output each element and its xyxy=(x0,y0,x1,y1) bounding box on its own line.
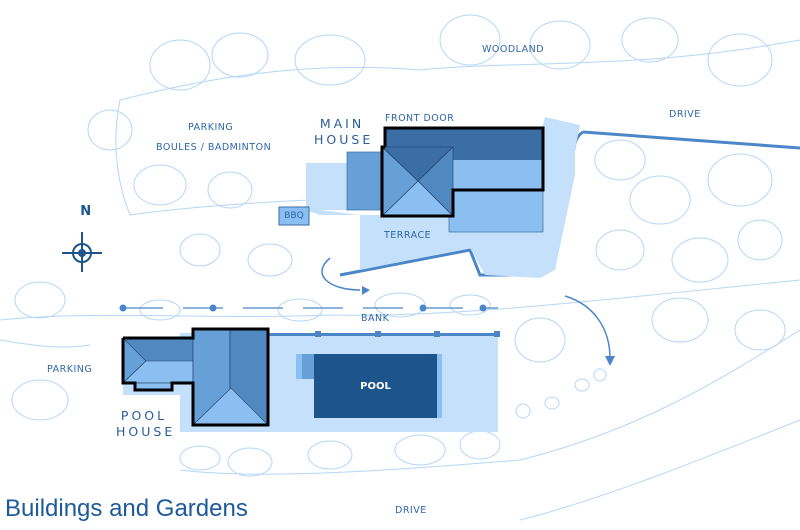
label-pool-house: POOL HOUSE xyxy=(116,408,172,440)
label-main-house: MAIN HOUSE xyxy=(314,116,370,148)
pool-fence xyxy=(268,331,500,337)
bank-fence xyxy=(119,304,498,312)
label-main-house-line2: HOUSE xyxy=(314,132,374,147)
label-pool: POOL xyxy=(360,380,391,392)
main-house-roof-south xyxy=(453,160,543,190)
label-drive-bottom: DRIVE xyxy=(395,505,427,516)
label-pool-house-line1: POOL xyxy=(120,408,168,423)
main-house-wing xyxy=(346,151,383,211)
label-boules-badminton: BOULES / BADMINTON xyxy=(156,142,272,153)
label-main-house-line1: MAIN xyxy=(319,116,365,131)
drive-arrow xyxy=(564,295,611,359)
tree-outlines xyxy=(0,14,800,521)
main-house-annex xyxy=(306,163,347,210)
label-parking-top: PARKING xyxy=(188,122,234,133)
label-pool-house-line2: HOUSE xyxy=(116,424,176,439)
label-front-door: FRONT DOOR xyxy=(385,113,455,124)
compass-north-label: N xyxy=(80,204,92,219)
map-title: Buildings and Gardens xyxy=(5,495,248,522)
terrace-area xyxy=(306,117,580,278)
label-drive-top: DRIVE xyxy=(669,109,701,120)
main-house-extension xyxy=(448,189,544,233)
main-house-outline xyxy=(380,126,545,218)
pool-house-outline xyxy=(121,327,270,427)
label-bank: BANK xyxy=(361,313,390,324)
bbq-area xyxy=(278,206,310,226)
label-bbq: BBQ xyxy=(284,211,304,221)
swimming-pool xyxy=(314,354,437,418)
label-terrace: TERRACE xyxy=(384,230,432,241)
label-parking-left: PARKING xyxy=(47,364,93,375)
main-house-pyramid-roof xyxy=(381,146,454,217)
compass-icon xyxy=(62,232,102,272)
path-arrow xyxy=(321,257,361,291)
label-woodland: WOODLAND xyxy=(482,44,545,55)
